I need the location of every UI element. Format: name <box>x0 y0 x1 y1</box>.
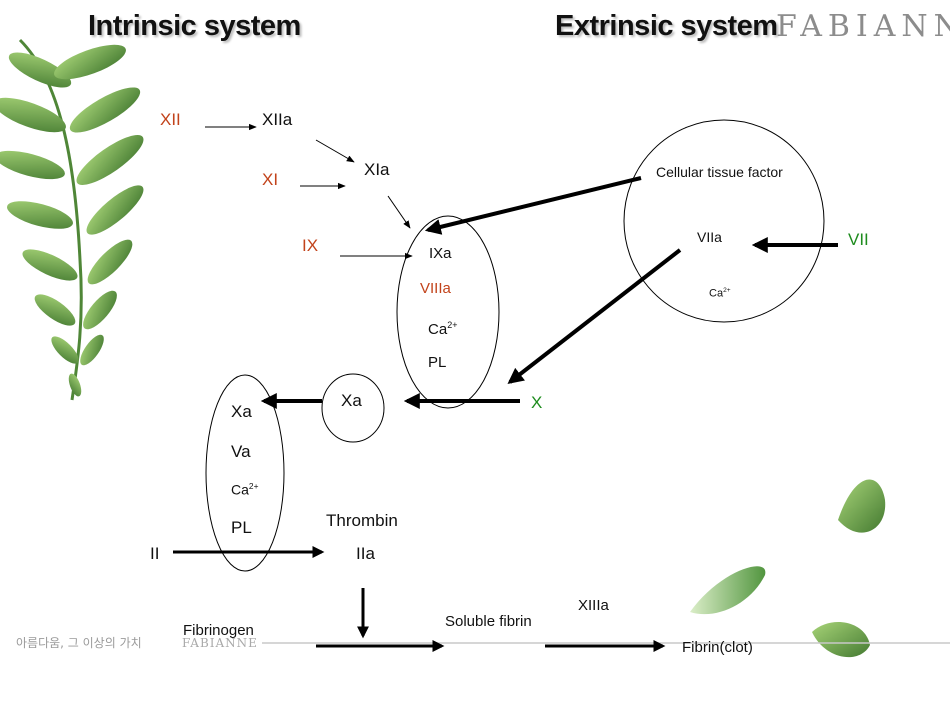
factor-ixa: IXa <box>429 245 452 262</box>
intrinsic-title: Intrinsic system <box>88 10 301 42</box>
extrinsic-title: Extrinsic system <box>555 10 778 42</box>
prothrombinase-complex-ellipse <box>205 374 285 572</box>
arrow-xiia-to-xia <box>315 139 355 163</box>
fern-decoration <box>0 38 144 401</box>
factor-xiia: XIIa <box>262 110 293 129</box>
factor-xi: XI <box>262 170 279 189</box>
thrombin-label: Thrombin <box>326 511 398 530</box>
factor-xii: XII <box>160 110 181 129</box>
factor-ix: IX <box>302 236 319 255</box>
factor-iia: IIa <box>356 544 375 563</box>
tissue-factor-circle <box>623 119 825 323</box>
calcium-prothrombinase: Ca2+ <box>231 481 259 498</box>
fibrinogen-label: Fibrinogen <box>183 622 254 639</box>
soluble-fibrin-label: Soluble fibrin <box>445 613 532 630</box>
phospholipid-prothrombinase: PL <box>231 518 252 537</box>
factor-viia: VIIa <box>697 229 722 245</box>
factor-viiia: VIIIa <box>420 280 451 297</box>
arrow-xia-to-ixa <box>387 195 411 229</box>
footer-slogan: 아름다움, 그 이상의 가치 <box>16 636 142 650</box>
cellular-tissue-factor-label: Cellular tissue factor <box>656 164 783 180</box>
factor-xia: XIa <box>364 160 390 179</box>
brand-logo: FABIANNE <box>776 9 950 44</box>
calcium-extrinsic: Ca2+ <box>709 287 731 300</box>
factor-va: Va <box>231 442 251 461</box>
footer-brand: FABIANNE <box>182 636 258 650</box>
leaves-decoration <box>690 479 886 658</box>
calcium-ixa-complex: Ca2+ <box>428 320 458 338</box>
xa-circle <box>321 373 385 443</box>
factor-vii: VII <box>848 230 869 249</box>
ixa-complex-ellipse <box>396 215 500 409</box>
arrow-viia-to-x <box>507 248 682 384</box>
arrow-tissue-factor-to-ixa <box>424 176 642 235</box>
factor-xa-complex: Xa <box>231 402 252 421</box>
phospholipid-ixa-complex: PL <box>428 354 447 371</box>
factor-x: X <box>531 393 543 412</box>
fibrin-clot-label: Fibrin(clot) <box>682 639 753 656</box>
factor-xa-circle: Xa <box>341 391 362 410</box>
factor-ii: II <box>150 544 160 563</box>
factor-xiiia: XIIIa <box>578 597 609 614</box>
